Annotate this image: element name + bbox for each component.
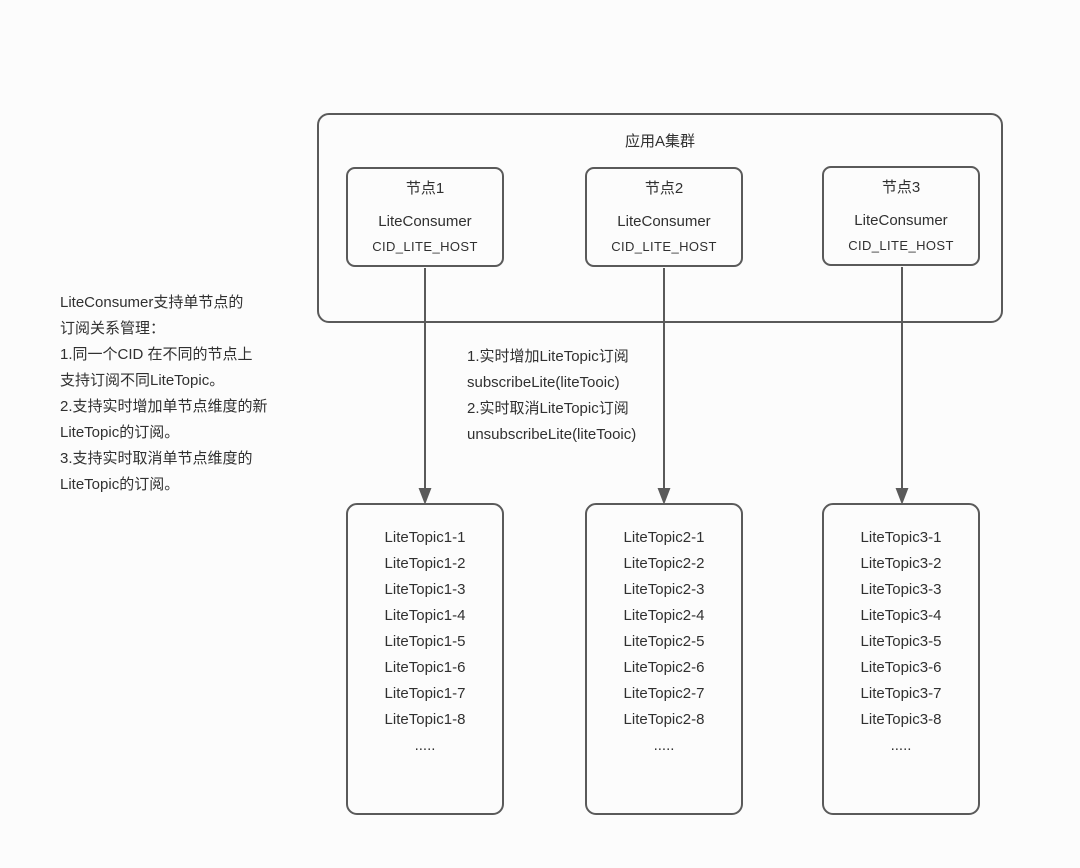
topic-item: LiteTopic1-4 — [384, 607, 466, 624]
side-note-line: 支持订阅不同LiteTopic。 — [60, 372, 225, 389]
node-box-2: 节点2 LiteConsumer CID_LITE_HOST — [585, 167, 743, 267]
node-title: 节点3 — [881, 179, 921, 196]
topic-item: LiteTopic1-5 — [384, 633, 466, 650]
topic-item: LiteTopic2-2 — [623, 555, 705, 572]
node-consumer-label: LiteConsumer — [854, 212, 948, 229]
arrow-note-line: subscribeLite(liteTooic) — [467, 374, 620, 391]
side-note: LiteConsumer支持单节点的 订阅关系管理： 1.同一个CID 在不同的… — [60, 290, 360, 498]
node-consumer-label: LiteConsumer — [378, 213, 472, 230]
topic-item: LiteTopic2-4 — [623, 607, 705, 624]
topic-item: LiteTopic1-8 — [384, 711, 466, 728]
topic-item: LiteTopic3-4 — [860, 607, 942, 624]
topic-box-3: LiteTopic3-1 LiteTopic3-2 LiteTopic3-3 L… — [822, 503, 980, 815]
topic-item: LiteTopic1-7 — [384, 685, 466, 702]
side-note-line: 3.支持实时取消单节点维度的 — [60, 450, 253, 467]
topic-item: LiteTopic3-7 — [860, 685, 942, 702]
topic-item: LiteTopic3-1 — [860, 529, 942, 546]
arrowhead-icon — [895, 488, 909, 505]
arrow-note: 1.实时增加LiteTopic订阅 subscribeLite(liteTooi… — [467, 344, 747, 448]
node-consumer-label: LiteConsumer — [617, 213, 711, 230]
cluster-title: 应用A集群 — [624, 133, 695, 150]
topic-box-2: LiteTopic2-1 LiteTopic2-2 LiteTopic2-3 L… — [585, 503, 743, 815]
node-cid-label: CID_LITE_HOST — [372, 239, 478, 254]
topic-item: LiteTopic3-8 — [860, 711, 942, 728]
node-box-3: 节点3 LiteConsumer CID_LITE_HOST — [822, 166, 980, 266]
node-cid-label: CID_LITE_HOST — [611, 239, 717, 254]
topic-item: LiteTopic3-2 — [860, 555, 942, 572]
topic-item: LiteTopic2-6 — [623, 659, 705, 676]
side-note-line: 2.支持实时增加单节点维度的新 — [60, 398, 268, 415]
side-note-line: 1.同一个CID 在不同的节点上 — [60, 346, 253, 363]
side-note-line: LiteTopic的订阅。 — [60, 424, 180, 441]
topic-list: LiteTopic3-1 LiteTopic3-2 LiteTopic3-3 L… — [824, 505, 978, 759]
side-note-line: LiteTopic的订阅。 — [60, 476, 180, 493]
node-title: 节点2 — [644, 180, 684, 197]
node-cid-label: CID_LITE_HOST — [848, 238, 954, 253]
topic-list: LiteTopic2-1 LiteTopic2-2 LiteTopic2-3 L… — [587, 505, 741, 759]
arrow-note-line: 1.实时增加LiteTopic订阅 — [467, 348, 629, 365]
arrow-note-line: unsubscribeLite(liteTooic) — [467, 426, 637, 443]
side-note-line: LiteConsumer支持单节点的 — [60, 294, 244, 311]
node-title: 节点1 — [405, 180, 445, 197]
topic-item: LiteTopic1-1 — [384, 529, 466, 546]
topic-item: LiteTopic2-1 — [623, 529, 705, 546]
topic-item: LiteTopic3-5 — [860, 633, 942, 650]
topic-item: LiteTopic3-3 — [860, 581, 942, 598]
topic-item: LiteTopic1-6 — [384, 659, 466, 676]
arrowhead-icon — [657, 488, 671, 505]
topic-item: LiteTopic1-2 — [384, 555, 466, 572]
topic-item: LiteTopic2-8 — [623, 711, 705, 728]
arrowhead-icon — [418, 488, 432, 505]
topic-list: LiteTopic1-1 LiteTopic1-2 LiteTopic1-3 L… — [348, 505, 502, 759]
topic-box-1: LiteTopic1-1 LiteTopic1-2 LiteTopic1-3 L… — [346, 503, 504, 815]
topic-item: LiteTopic3-6 — [860, 659, 942, 676]
cluster-box: 应用A集群 — [317, 113, 1003, 323]
topic-item: LiteTopic2-5 — [623, 633, 705, 650]
topic-item: ..... — [890, 737, 912, 754]
topic-item: ..... — [414, 737, 436, 754]
arrow-note-line: 2.实时取消LiteTopic订阅 — [467, 400, 629, 417]
topic-item: ..... — [653, 737, 675, 754]
side-note-line: 订阅关系管理： — [60, 320, 166, 337]
topic-item: LiteTopic2-7 — [623, 685, 705, 702]
topic-item: LiteTopic2-3 — [623, 581, 705, 598]
node-box-1: 节点1 LiteConsumer CID_LITE_HOST — [346, 167, 504, 267]
topic-item: LiteTopic1-3 — [384, 581, 466, 598]
